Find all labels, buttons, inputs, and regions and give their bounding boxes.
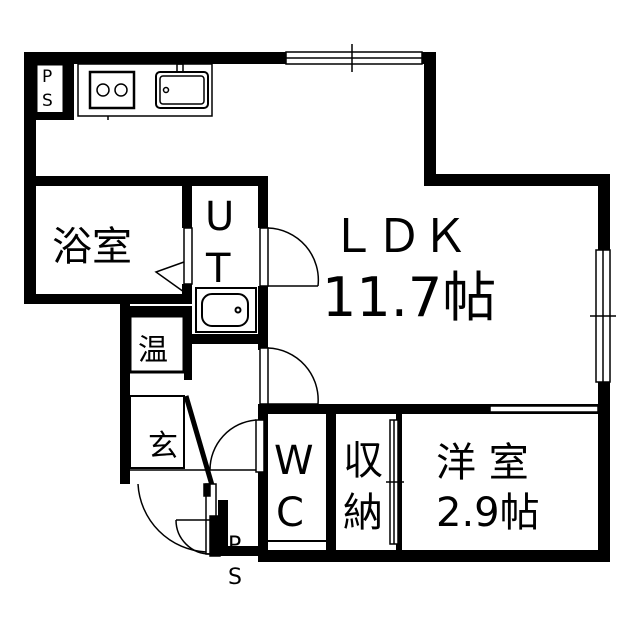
ldk-label: ＬＤＫ [330, 209, 468, 263]
hall-walls [258, 344, 598, 414]
water-heater-label: 温 [138, 333, 168, 368]
ut-walls [192, 176, 268, 344]
ps-bottom-s: S [228, 565, 242, 590]
western-top-window [489, 405, 599, 413]
top-window [285, 44, 423, 72]
toilet-bottom-line [268, 540, 326, 542]
storage-label-top: 収 [343, 438, 383, 484]
storage-door [386, 419, 404, 545]
ut-label-t: T [205, 246, 231, 292]
toilet-door [209, 419, 265, 473]
bath-label: 浴室 [52, 224, 132, 270]
outer-walls [24, 52, 610, 562]
ps-top-left-s: S [42, 91, 53, 111]
ps-bottom [218, 500, 262, 556]
ps-top-left-p: P [42, 67, 52, 87]
bath-walls [24, 176, 192, 304]
ldk-size: 11.7帖 [322, 266, 496, 329]
water-heater-box [128, 306, 192, 380]
right-window [590, 249, 616, 383]
entrance-door [130, 469, 221, 557]
hall-door [259, 347, 319, 405]
storage-label-bottom: 納 [343, 490, 383, 536]
toilet-label-c: C [276, 490, 304, 536]
western-room-size: 2.9帖 [436, 490, 540, 536]
kitchen-counter [77, 63, 213, 120]
washbasin-icon [195, 287, 257, 333]
ut-label-u: U [205, 194, 234, 240]
toilet-walls [258, 414, 336, 562]
ps-bottom-p: P [228, 533, 241, 558]
western-room-label: 洋 室 [436, 440, 529, 486]
entrance-label: 玄 [148, 429, 178, 464]
toilet-label-w: W [274, 438, 314, 484]
entrance-walls [129, 395, 217, 493]
ut-door [259, 227, 320, 287]
ps-top-left [34, 62, 74, 120]
bath-door [154, 227, 193, 293]
